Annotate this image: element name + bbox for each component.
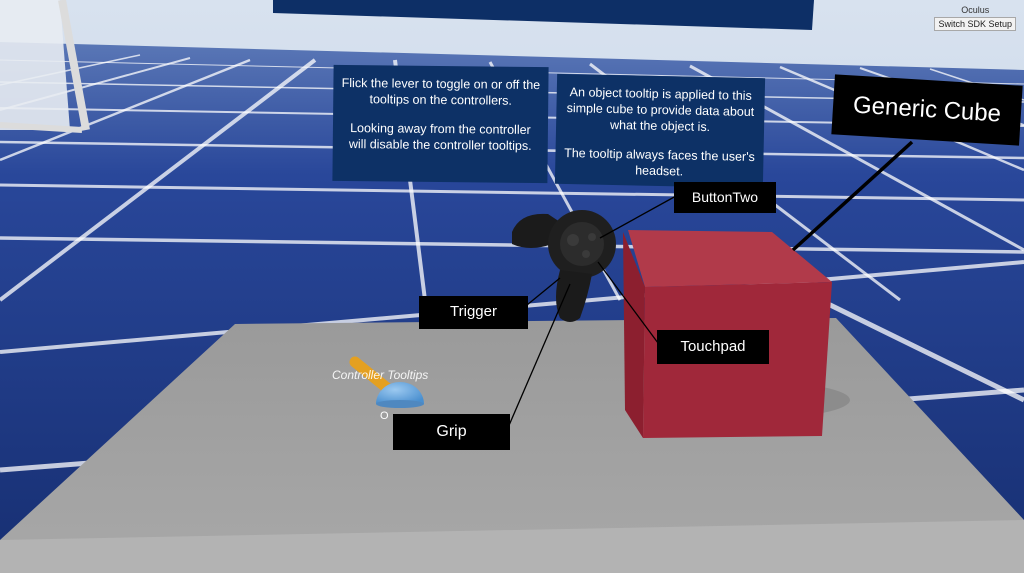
vr-controller — [512, 210, 616, 322]
lever-state-label: O — [380, 410, 389, 422]
controller-tooltips-label: Controller Tooltips — [332, 368, 429, 382]
tooltip-touchpad: Touchpad — [657, 330, 769, 364]
tooltip-grip: Grip — [393, 414, 510, 450]
sdk-name-label: Oculus — [961, 5, 990, 15]
menu-frame — [0, 0, 90, 133]
controller-tooltips-lever[interactable] — [349, 356, 424, 408]
info-panel-lever: Flick the lever to toggle on or off the … — [332, 64, 549, 184]
tooltip-lines — [506, 140, 914, 431]
tooltip-generic-cube: Generic Cube — [831, 74, 1023, 146]
tooltip-buttontwo: ButtonTwo — [674, 182, 776, 213]
info-panel-object-tooltip: An object tooltip is applied to this sim… — [554, 73, 766, 189]
switch-sdk-setup-button[interactable]: Switch SDK Setup — [934, 17, 1016, 31]
tooltip-facing-note: The tooltip always faces the user's head… — [564, 145, 755, 179]
object-tooltip-description: An object tooltip is applied to this sim… — [566, 85, 755, 135]
sdk-switcher: Oculus Switch SDK Setup — [934, 5, 1016, 31]
look-away-note: Looking away from the controller will di… — [348, 121, 532, 153]
top-panel — [273, 0, 814, 30]
lever-instructions: Flick the lever to toggle on or off the … — [341, 75, 541, 108]
tooltip-trigger: Trigger — [419, 296, 528, 329]
